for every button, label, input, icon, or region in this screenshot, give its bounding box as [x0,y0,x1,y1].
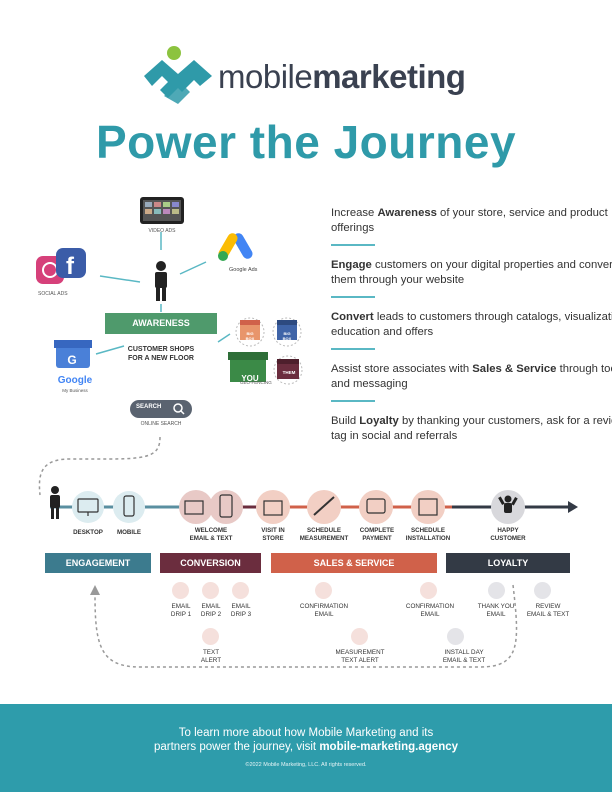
online-search-label: ONLINE SEARCH [140,421,182,427]
email-icon [420,582,437,599]
them-store-label: THEM [282,370,296,375]
divider [331,296,375,298]
email-icon [232,582,249,599]
divider [331,400,375,402]
review-email-text: REVIEW EMAIL & TEXT [526,603,570,618]
footer-line-1: To learn more about how Mobile Marketing… [178,727,434,739]
step-engage: Engage customers on your digital propert… [331,259,612,286]
schedule-measurement-label: SCHEDULE MEASUREMENT [299,527,349,542]
email-drip-3: EMAIL DRIP 3 [230,603,252,618]
email-drip-2: EMAIL DRIP 2 [200,603,222,618]
customer-shops-text: CUSTOMER SHOPS FOR A NEW FLOOR [127,346,195,362]
google-word: Google [57,375,93,386]
divider [331,348,375,350]
footer-line-2: partners power the journey, visit mobile… [153,741,459,753]
social-ads-icon: f [36,248,86,284]
text-alert: TEXT ALERT [200,649,222,664]
geo-fencing-stores [228,317,303,385]
confirmation-email-1: CONFIRMATION EMAIL [299,603,349,618]
email-icon [202,582,219,599]
you-store-label: YOU [241,374,259,383]
my-business-label: My Business [62,388,88,393]
svg-text:f: f [66,253,75,280]
email-icon [315,582,332,599]
customer-person-icon [155,261,167,301]
google-ads-label: Google Ads [229,267,258,273]
phase-conversion: CONVERSION [160,553,261,573]
copyright: ©2022 Mobile Marketing, LLC. All rights … [245,762,367,768]
happy-customer-label: HAPPY CUSTOMER [490,527,526,542]
video-ads-icon [140,197,184,224]
email-icon [488,582,505,599]
phase-sales-service: SALES & SERVICE [271,553,437,573]
complete-payment-label: COMPLETE PAYMENT [359,527,395,542]
email-drip-1: EMAIL DRIP 1 [170,603,192,618]
google-my-business-icon: G [54,340,92,368]
step-loyalty: Build Loyalty by thanking your customers… [331,415,612,442]
awareness-banner: AWARENESS [105,313,217,334]
brand-wordmark: mobilemarketing [218,58,466,95]
video-ads-label: VIDEO ADS [148,228,176,234]
measurement-text-alert: MEASUREMENT TEXT ALERT [335,649,385,664]
social-ads-label: SOCIAL ADS [38,291,68,297]
step-sales-service: Assist store associates with Sales & Ser… [331,363,612,390]
journey-timeline [38,436,578,668]
phone-icon [202,628,219,645]
svg-text:G: G [67,353,76,367]
mobile-marketing-logo [144,46,212,104]
google-ads-icon [218,233,253,261]
thank-you-email: THANK YOU EMAIL [477,603,515,618]
big-box-label-1: BIG BOX [245,331,255,341]
footer: To learn more about how Mobile Marketing… [0,704,612,792]
schedule-installation-label: SCHEDULE INSTALLATION [405,527,451,542]
phase-loyalty: LOYALTY [446,553,570,573]
mobile-label: MOBILE [116,529,142,536]
page-title: Power the Journey [95,116,517,168]
step-awareness: Increase Awareness of your store, servic… [331,207,608,234]
search-label: SEARCH [136,404,162,410]
email-phone-icon [534,582,551,599]
agency-link[interactable]: mobile-marketing.agency [319,741,459,753]
confirmation-email-2: CONFIRMATION EMAIL [405,603,455,618]
awareness-graphic: f G [36,197,303,418]
desktop-label: DESKTOP [73,529,103,536]
step-convert: Convert leads to customers through catal… [331,311,612,338]
divider [331,244,375,246]
phone-icon [351,628,368,645]
phase-engagement: ENGAGEMENT [45,553,151,573]
big-box-label-2: BIG BOX [282,331,292,341]
email-phone-icon [447,628,464,645]
welcome-label: WELCOME EMAIL & TEXT [189,527,233,542]
journey-person-icon [50,486,60,519]
install-day-email: INSTALL DAY EMAIL & TEXT [442,649,486,664]
geo-fencing-label: GEO-FENCING [240,380,272,385]
email-icon [172,582,189,599]
visit-store-label: VISIT IN STORE [261,527,285,542]
